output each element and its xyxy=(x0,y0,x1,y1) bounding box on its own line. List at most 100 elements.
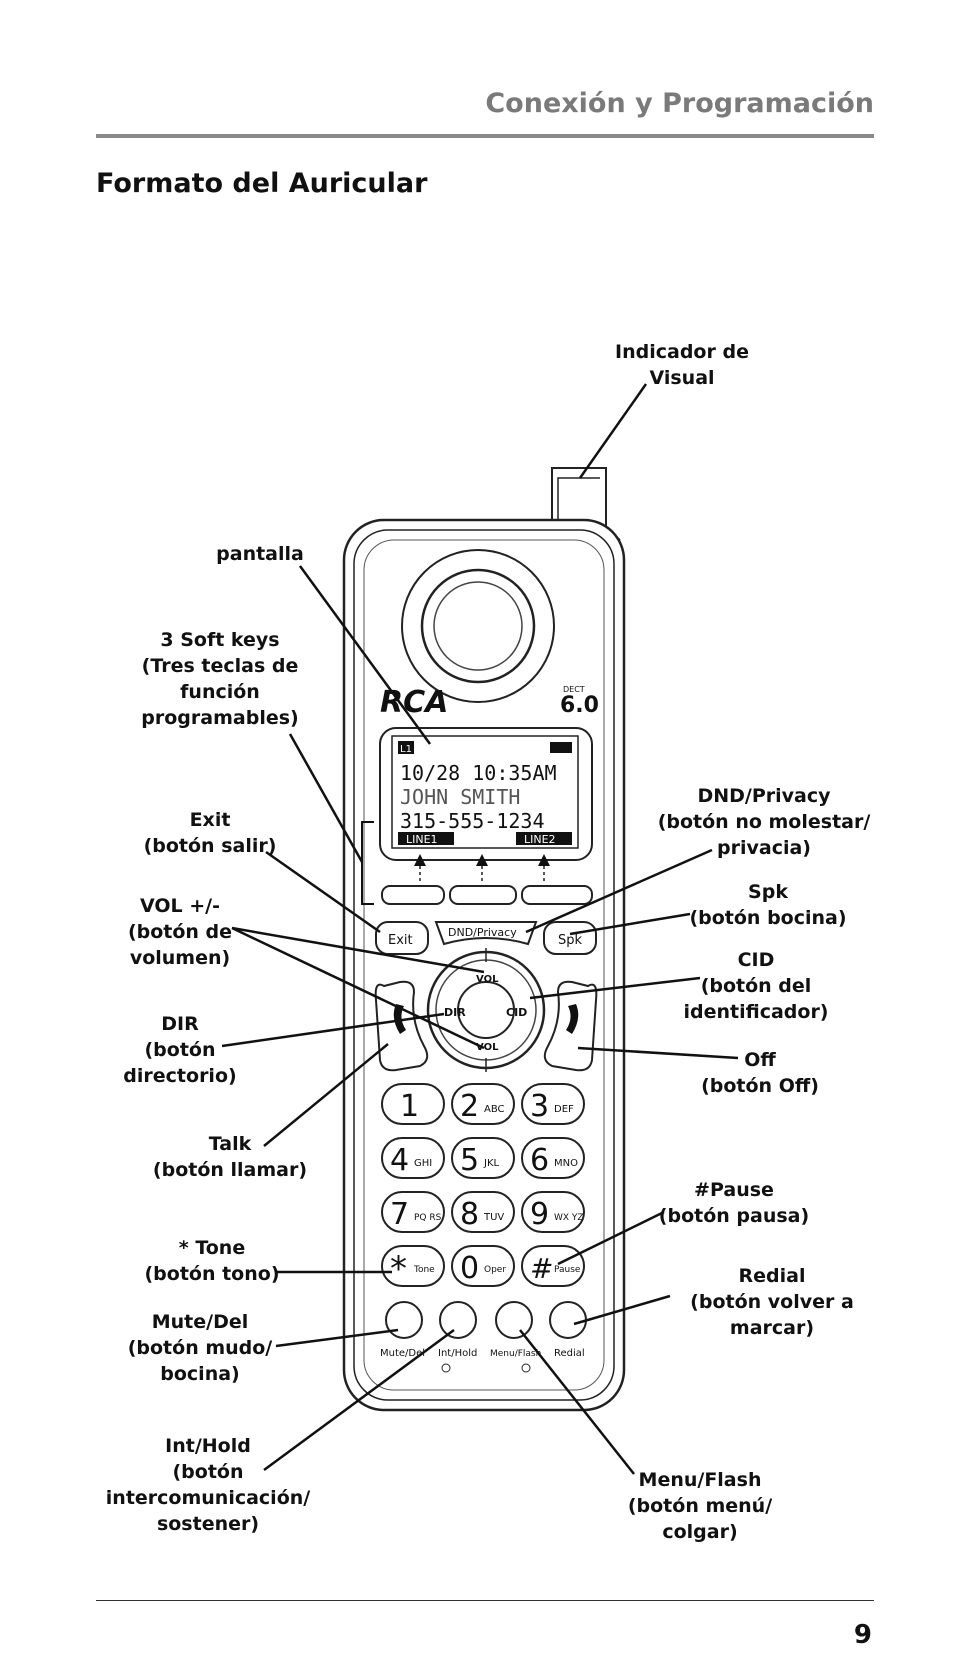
svg-text:8: 8 xyxy=(460,1197,479,1232)
int-hold-button[interactable] xyxy=(439,1301,477,1339)
key-7[interactable]: 7 PQ RS xyxy=(381,1191,445,1233)
key-9[interactable]: 9 WX YZ xyxy=(521,1191,585,1233)
inthold-key-label: Int/Hold xyxy=(438,1348,477,1359)
key-0-oper[interactable]: 0 Oper xyxy=(451,1245,515,1287)
svg-text:(botón bocina): (botón bocina) xyxy=(689,907,846,929)
label-cid: CID (botón del identificador) xyxy=(684,949,829,1023)
softkey-label-left: LINE1 xyxy=(406,833,438,846)
svg-text:Talk: Talk xyxy=(209,1133,252,1155)
label-menu-flash: Menu/Flash (botón menú/ colgar) xyxy=(628,1469,772,1543)
svg-text:0: 0 xyxy=(460,1251,479,1286)
label-indicador-visual: Indicador de Visual xyxy=(615,341,749,389)
key-8[interactable]: 8 TUV xyxy=(451,1191,515,1233)
menuflash-key-label: Menu/Flash xyxy=(490,1349,541,1359)
svg-text:Int/Hold: Int/Hold xyxy=(165,1435,251,1457)
svg-text:Mute/Del: Mute/Del xyxy=(152,1311,249,1333)
screen-number: 315-555-1234 xyxy=(400,809,545,833)
svg-text:privacia): privacia) xyxy=(717,837,811,859)
redial-button[interactable] xyxy=(549,1301,587,1339)
label-exit: Exit (botón salir) xyxy=(144,809,277,857)
svg-text:(botón llamar): (botón llamar) xyxy=(153,1159,307,1181)
svg-text:intercomunicación/: intercomunicación/ xyxy=(106,1487,310,1509)
svg-text:DND/Privacy: DND/Privacy xyxy=(697,785,831,807)
svg-text:3 Soft keys: 3 Soft keys xyxy=(160,629,279,651)
label-off: Off (botón Off) xyxy=(701,1049,819,1097)
softkey-left[interactable] xyxy=(381,885,445,905)
svg-text:(Tres teclas de: (Tres teclas de xyxy=(142,655,299,677)
label-vol: VOL +/- (botón de volumen) xyxy=(128,895,232,969)
line-indicator: L1 xyxy=(400,744,412,755)
exit-button[interactable] xyxy=(375,921,429,955)
menu-flash-button[interactable] xyxy=(495,1301,533,1339)
spk-button[interactable] xyxy=(543,921,597,955)
softkey-arrows xyxy=(419,860,545,884)
svg-text:(botón salir): (botón salir) xyxy=(144,835,277,857)
svg-text:ABC: ABC xyxy=(484,1104,505,1115)
svg-text:(botón pausa): (botón pausa) xyxy=(659,1205,809,1227)
key-6[interactable]: 6 MNO xyxy=(521,1137,585,1179)
label-talk: Talk (botón llamar) xyxy=(153,1133,307,1181)
softkey-center[interactable] xyxy=(449,885,517,905)
vol-up-label: VOL xyxy=(476,974,499,985)
svg-text:(botón mudo/: (botón mudo/ xyxy=(128,1337,273,1359)
key-pound-pause[interactable]: # Pause xyxy=(521,1245,585,1287)
svg-text:marcar): marcar) xyxy=(730,1317,814,1339)
softkeys-bracket xyxy=(361,821,374,905)
svg-text:4: 4 xyxy=(390,1143,409,1178)
svg-text:TUV: TUV xyxy=(483,1212,504,1223)
key-1[interactable]: 1 xyxy=(381,1083,445,1125)
svg-text:*: * xyxy=(390,1249,407,1289)
svg-text:bocina): bocina) xyxy=(160,1363,239,1385)
exit-button-label: Exit xyxy=(388,933,413,948)
svg-text:directorio): directorio) xyxy=(123,1065,236,1087)
header-title: Conexión y Programación xyxy=(485,88,874,119)
svg-text:5: 5 xyxy=(460,1143,479,1178)
dect-small: DECT xyxy=(563,685,585,694)
spk-button-label: Spk xyxy=(558,933,583,948)
svg-text:Tone: Tone xyxy=(413,1265,435,1275)
svg-text:6: 6 xyxy=(530,1143,549,1178)
key-4[interactable]: 4 GHI xyxy=(381,1137,445,1179)
svg-text:(botón del: (botón del xyxy=(701,975,812,997)
svg-text:Visual: Visual xyxy=(649,367,714,389)
mute-key-label: Mute/Del xyxy=(380,1348,425,1359)
label-tone: * Tone (botón tono) xyxy=(144,1237,279,1285)
softkey-right[interactable] xyxy=(521,885,593,905)
svg-text:Spk: Spk xyxy=(748,881,788,903)
svg-text:Exit: Exit xyxy=(190,809,231,831)
svg-text:3: 3 xyxy=(530,1089,549,1124)
label-dnd-privacy: DND/Privacy (botón no molestar/ privacia… xyxy=(658,785,871,859)
dnd-privacy-button[interactable] xyxy=(434,921,538,946)
key-5[interactable]: 5 JKL xyxy=(451,1137,515,1179)
footer-rule xyxy=(96,1600,874,1601)
label-redial: Redial (botón volver a marcar) xyxy=(690,1265,854,1339)
cid-label: CID xyxy=(506,1006,527,1019)
nav-center[interactable] xyxy=(457,981,515,1039)
svg-text:1: 1 xyxy=(400,1089,419,1124)
svg-text:programables): programables) xyxy=(141,707,298,729)
svg-text:volumen): volumen) xyxy=(130,947,230,969)
keypad: 1 2 ABC 3 DEF 4 GHI 5 JKL 6 MNO xyxy=(381,1083,585,1289)
svg-text:(botón Off): (botón Off) xyxy=(701,1075,819,1097)
intercom-icon xyxy=(441,1363,451,1373)
off-icon xyxy=(566,1004,579,1034)
svg-text:identificador): identificador) xyxy=(684,1001,829,1023)
svg-text:DIR: DIR xyxy=(161,1013,199,1035)
svg-text:Pause: Pause xyxy=(554,1265,581,1275)
svg-text:(botón menú/: (botón menú/ xyxy=(628,1495,772,1517)
display-screen xyxy=(391,735,579,849)
mute-del-button[interactable] xyxy=(385,1301,423,1339)
svg-text:(botón no molestar/: (botón no molestar/ xyxy=(658,811,871,833)
svg-text:DEF: DEF xyxy=(554,1104,574,1115)
svg-text:(botón: (botón xyxy=(173,1461,244,1483)
key-2[interactable]: 2 ABC xyxy=(451,1083,515,1125)
svg-text:Oper: Oper xyxy=(484,1265,506,1275)
svg-text:sostener): sostener) xyxy=(157,1513,259,1535)
key-star-tone[interactable]: * Tone xyxy=(381,1245,445,1289)
softkey-label-right: LINE2 xyxy=(524,833,556,846)
key-3[interactable]: 3 DEF xyxy=(521,1083,585,1125)
leader-lines xyxy=(221,383,739,1475)
svg-text:(botón tono): (botón tono) xyxy=(144,1263,279,1285)
label-soft-keys: 3 Soft keys (Tres teclas de función prog… xyxy=(141,629,298,729)
